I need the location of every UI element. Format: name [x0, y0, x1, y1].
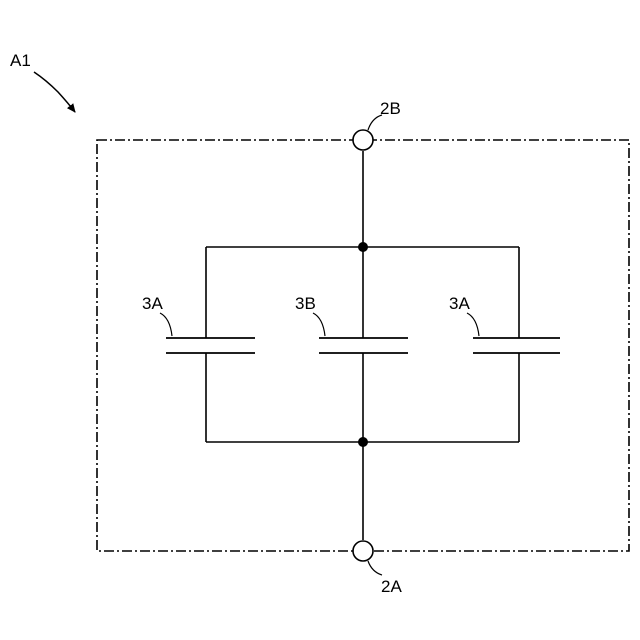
figure-pointer-arrow: [34, 72, 75, 112]
capacitor-right-leader: [467, 313, 479, 336]
capacitor-left-leader: [160, 313, 172, 336]
terminal-bottom-label: 2A: [381, 577, 402, 596]
capacitor-middle-label: 3B: [295, 294, 316, 313]
capacitor-right-label: 3A: [449, 294, 470, 313]
terminal-top: [353, 130, 373, 150]
capacitor-left: [166, 247, 255, 442]
terminal-bottom-leader: [368, 561, 382, 575]
capacitor-middle: [319, 247, 408, 442]
capacitor-middle-leader: [313, 313, 325, 336]
capacitor-right: [473, 247, 560, 442]
junction-top: [358, 242, 368, 252]
figure-label: A1: [10, 51, 31, 70]
terminal-top-label: 2B: [380, 99, 401, 118]
junction-bottom: [358, 437, 368, 447]
terminal-bottom: [353, 541, 373, 561]
capacitor-left-label: 3A: [142, 294, 163, 313]
